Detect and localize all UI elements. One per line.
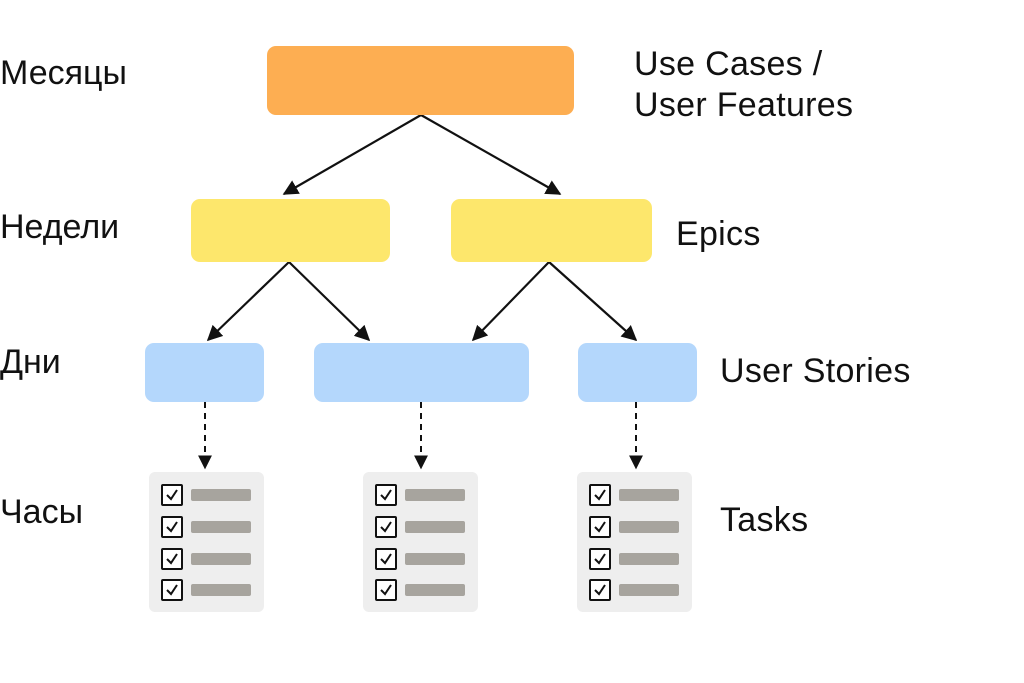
task-item: [589, 484, 683, 506]
level-label-weeks: Недели: [0, 208, 120, 246]
checkbox-checked-icon: [589, 579, 611, 601]
arrow-epic-right-to-story-2: [471, 261, 550, 342]
task-bar: [191, 553, 251, 565]
task-bar: [191, 584, 251, 596]
task-bar: [619, 584, 679, 596]
task-item: [161, 579, 255, 601]
checkbox-checked-icon: [161, 484, 183, 506]
task-item: [375, 516, 469, 538]
task-bar: [191, 489, 251, 501]
epic-node-left: [191, 199, 390, 262]
task-item: [161, 484, 255, 506]
task-bar: [405, 489, 465, 501]
arrow-epic-left-to-story-1: [206, 261, 290, 342]
user-story-node-1: [145, 343, 264, 402]
task-item: [375, 548, 469, 570]
user-story-node-3: [578, 343, 697, 402]
level-label-days: Дни: [0, 343, 61, 381]
label-user-features: User Features: [634, 86, 854, 124]
task-item: [375, 484, 469, 506]
arrow-usecase-to-epic-right: [420, 114, 562, 195]
checkbox-checked-icon: [161, 548, 183, 570]
checkbox-checked-icon: [161, 579, 183, 601]
task-card-2: [363, 472, 478, 612]
label-user-stories: User Stories: [720, 352, 911, 390]
task-bar: [191, 521, 251, 533]
task-item: [161, 516, 255, 538]
user-story-node-2: [314, 343, 529, 402]
checkbox-checked-icon: [161, 516, 183, 538]
task-bar: [619, 489, 679, 501]
label-epics: Epics: [676, 215, 761, 253]
task-item: [589, 516, 683, 538]
task-bar: [619, 521, 679, 533]
task-item: [161, 548, 255, 570]
task-bar: [405, 584, 465, 596]
label-tasks: Tasks: [720, 501, 809, 539]
checkbox-checked-icon: [589, 484, 611, 506]
arrow-epic-right-to-story-3: [548, 261, 638, 342]
checkbox-checked-icon: [589, 516, 611, 538]
epic-node-right: [451, 199, 652, 262]
arrow-epic-left-to-story-2: [288, 261, 371, 342]
checkbox-checked-icon: [375, 579, 397, 601]
level-label-hours: Часы: [0, 493, 84, 531]
task-item: [375, 579, 469, 601]
task-item: [589, 548, 683, 570]
task-item: [589, 579, 683, 601]
checkbox-checked-icon: [589, 548, 611, 570]
label-use-cases: Use Cases /: [634, 45, 823, 83]
checkbox-checked-icon: [375, 516, 397, 538]
checkbox-checked-icon: [375, 548, 397, 570]
use-case-node: [267, 46, 574, 115]
task-bar: [405, 521, 465, 533]
level-label-months: Месяцы: [0, 54, 127, 92]
arrow-usecase-to-epic-left: [282, 114, 422, 195]
checkbox-checked-icon: [375, 484, 397, 506]
task-card-3: [577, 472, 692, 612]
task-bar: [619, 553, 679, 565]
task-card-1: [149, 472, 264, 612]
task-bar: [405, 553, 465, 565]
